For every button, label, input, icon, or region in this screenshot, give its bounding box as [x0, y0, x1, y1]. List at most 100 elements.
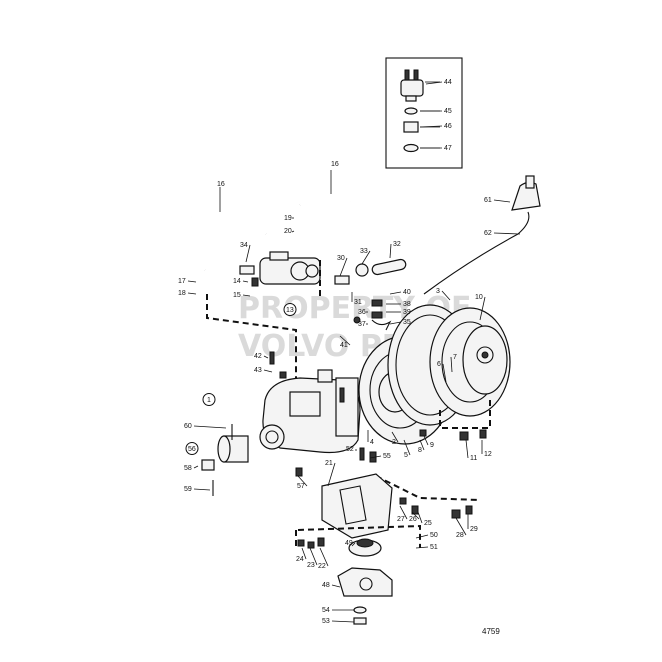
leader-line — [187, 280, 197, 283]
leader-line — [361, 250, 371, 265]
callout-53: 53 — [322, 618, 355, 625]
output-flange — [201, 435, 249, 496]
callout-51: 51 — [415, 544, 438, 551]
callout-58: 58 — [184, 465, 199, 472]
leader-line — [411, 511, 420, 520]
leader-line — [415, 546, 429, 549]
callout-1: 1 — [202, 393, 216, 406]
callout-label: 9 — [430, 442, 434, 449]
callout-label: 26 — [409, 516, 417, 523]
leader-line — [442, 363, 447, 383]
gearbox-housing — [259, 369, 361, 454]
leader-line — [465, 439, 469, 459]
callout-label: 10 — [475, 294, 483, 301]
callout-8: 8 — [418, 439, 425, 454]
callout-label: 57 — [297, 483, 305, 490]
callout-39: 39 — [386, 309, 411, 316]
callout-label: 35 — [403, 319, 411, 326]
leader-dashed-pump — [206, 294, 297, 380]
leader-line — [193, 488, 211, 491]
callout-label: 62 — [484, 230, 492, 237]
leader-line — [389, 321, 402, 325]
callout-28: 28 — [455, 517, 467, 539]
callout-47: 47 — [420, 145, 452, 152]
leader-dashed-lower — [295, 524, 421, 548]
callout-33: 33 — [360, 248, 371, 265]
callout-label: 1 — [207, 397, 211, 404]
callout-59: 59 — [184, 486, 211, 493]
callout-18: 18 — [178, 290, 197, 297]
leader-line — [369, 455, 382, 459]
callout-label: 32 — [393, 241, 401, 248]
leader-line — [319, 547, 329, 567]
bracket-parts — [353, 299, 392, 331]
callout-14: 14 — [233, 278, 249, 285]
callout-label: 31 — [354, 299, 362, 306]
flywheel-coupling — [462, 325, 508, 395]
callout-label: 40 — [403, 289, 411, 296]
callout-label: 33 — [360, 248, 368, 255]
callout-6: 6 — [437, 361, 447, 383]
callout-5: 5 — [403, 439, 411, 459]
leader-line — [339, 335, 351, 346]
callout-label: 25 — [424, 520, 432, 527]
leader-line — [389, 243, 392, 259]
callout-label: 24 — [296, 556, 304, 563]
callout-label: 27 — [397, 516, 405, 523]
leader-line — [327, 462, 336, 487]
callout-label: 22 — [318, 563, 326, 570]
callout-label: 8 — [418, 447, 422, 454]
callout-16b: 16 — [331, 161, 339, 168]
callout-label: 18 — [178, 290, 186, 297]
leader-line — [193, 465, 199, 469]
callout-label: 17 — [178, 278, 186, 285]
callout-label: 14 — [233, 278, 241, 285]
callout-32: 32 — [389, 241, 401, 259]
leader-line — [245, 244, 251, 263]
callout-42: 42 — [254, 353, 269, 360]
leader-line — [351, 542, 356, 547]
callout-20: 20 — [284, 228, 295, 235]
callout-43: 43 — [254, 367, 273, 374]
callout-36: 36 — [358, 309, 368, 316]
callout-label: 23 — [307, 562, 315, 569]
callout-31: 31 — [351, 292, 362, 306]
callout-34: 34 — [240, 242, 251, 263]
callout-24: 24 — [296, 547, 307, 563]
leader-line — [399, 505, 408, 520]
callout-29: 29 — [467, 514, 478, 533]
callout-57: 57 — [297, 475, 308, 490]
foot-fasteners — [353, 606, 367, 625]
callout-label: 28 — [456, 532, 464, 539]
leader-line — [417, 511, 423, 524]
callout-label: 59 — [184, 486, 192, 493]
leader-line — [415, 534, 429, 539]
callout-46: 46 — [419, 123, 452, 130]
callout-label: 38 — [403, 301, 411, 308]
callout-label: 19 — [284, 215, 292, 222]
callout-label: 61 — [484, 197, 492, 204]
callout-55: 55 — [369, 453, 391, 460]
callout-7: 7 — [450, 354, 457, 373]
callout-4: 4 — [367, 430, 374, 446]
callout-label: 60 — [184, 423, 192, 430]
callout-61: 61 — [484, 197, 511, 204]
callout-10: 10 — [475, 294, 486, 321]
callout-label: 46 — [444, 123, 452, 130]
callout-9: 9 — [423, 435, 434, 449]
leader-line — [419, 125, 443, 128]
callout-12: 12 — [481, 440, 492, 458]
callout-label: 51 — [430, 544, 438, 551]
leader-line — [441, 290, 451, 301]
callout-label: 7 — [453, 354, 457, 361]
callout-49: 49 — [345, 540, 356, 547]
callout-label: 45 — [444, 108, 452, 115]
callout-2: 2 — [391, 431, 399, 446]
leader-line — [403, 439, 411, 456]
callout-label: 3 — [436, 288, 440, 295]
leader-line — [301, 547, 307, 560]
callout-label: 29 — [470, 526, 478, 533]
leader-line — [419, 439, 425, 451]
callout-label: 12 — [484, 451, 492, 458]
